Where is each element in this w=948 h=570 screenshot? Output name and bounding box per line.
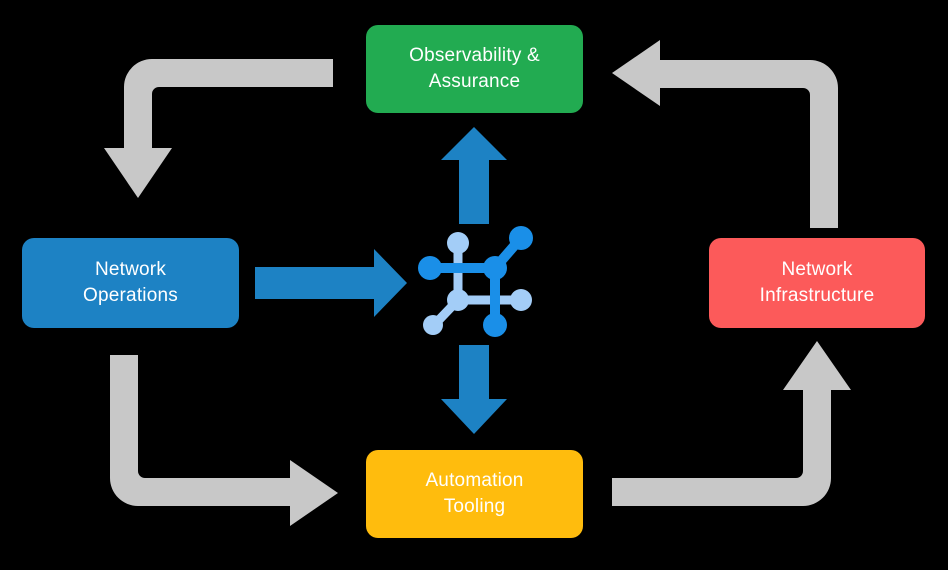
blue-arrow-center-to-automation — [441, 345, 507, 434]
blue-arrow-operations-to-center — [255, 249, 407, 317]
gray-arrow-automation-to-infrastructure — [612, 341, 851, 506]
blue-arrow-center-to-observability — [441, 127, 507, 224]
topology-light-nodes — [423, 232, 532, 335]
node-box-network-infrastructure[interactable]: Network Infrastructure — [709, 238, 925, 328]
node-box-automation-tooling[interactable]: Automation Tooling — [366, 450, 583, 538]
gray-arrow-observability-to-operations — [104, 59, 333, 198]
topology-light-edges — [432, 238, 526, 327]
topology-dark-edges — [426, 233, 526, 329]
node-box-network-operations[interactable]: Network Operations — [22, 238, 239, 328]
gray-arrow-infrastructure-to-observability — [612, 40, 838, 228]
gray-arrow-operations-to-automation — [110, 355, 338, 526]
topology-dark-nodes — [418, 226, 533, 337]
network-topology-icon-glyph — [418, 226, 533, 337]
node-box-observability[interactable]: Observability & Assurance — [366, 25, 583, 113]
